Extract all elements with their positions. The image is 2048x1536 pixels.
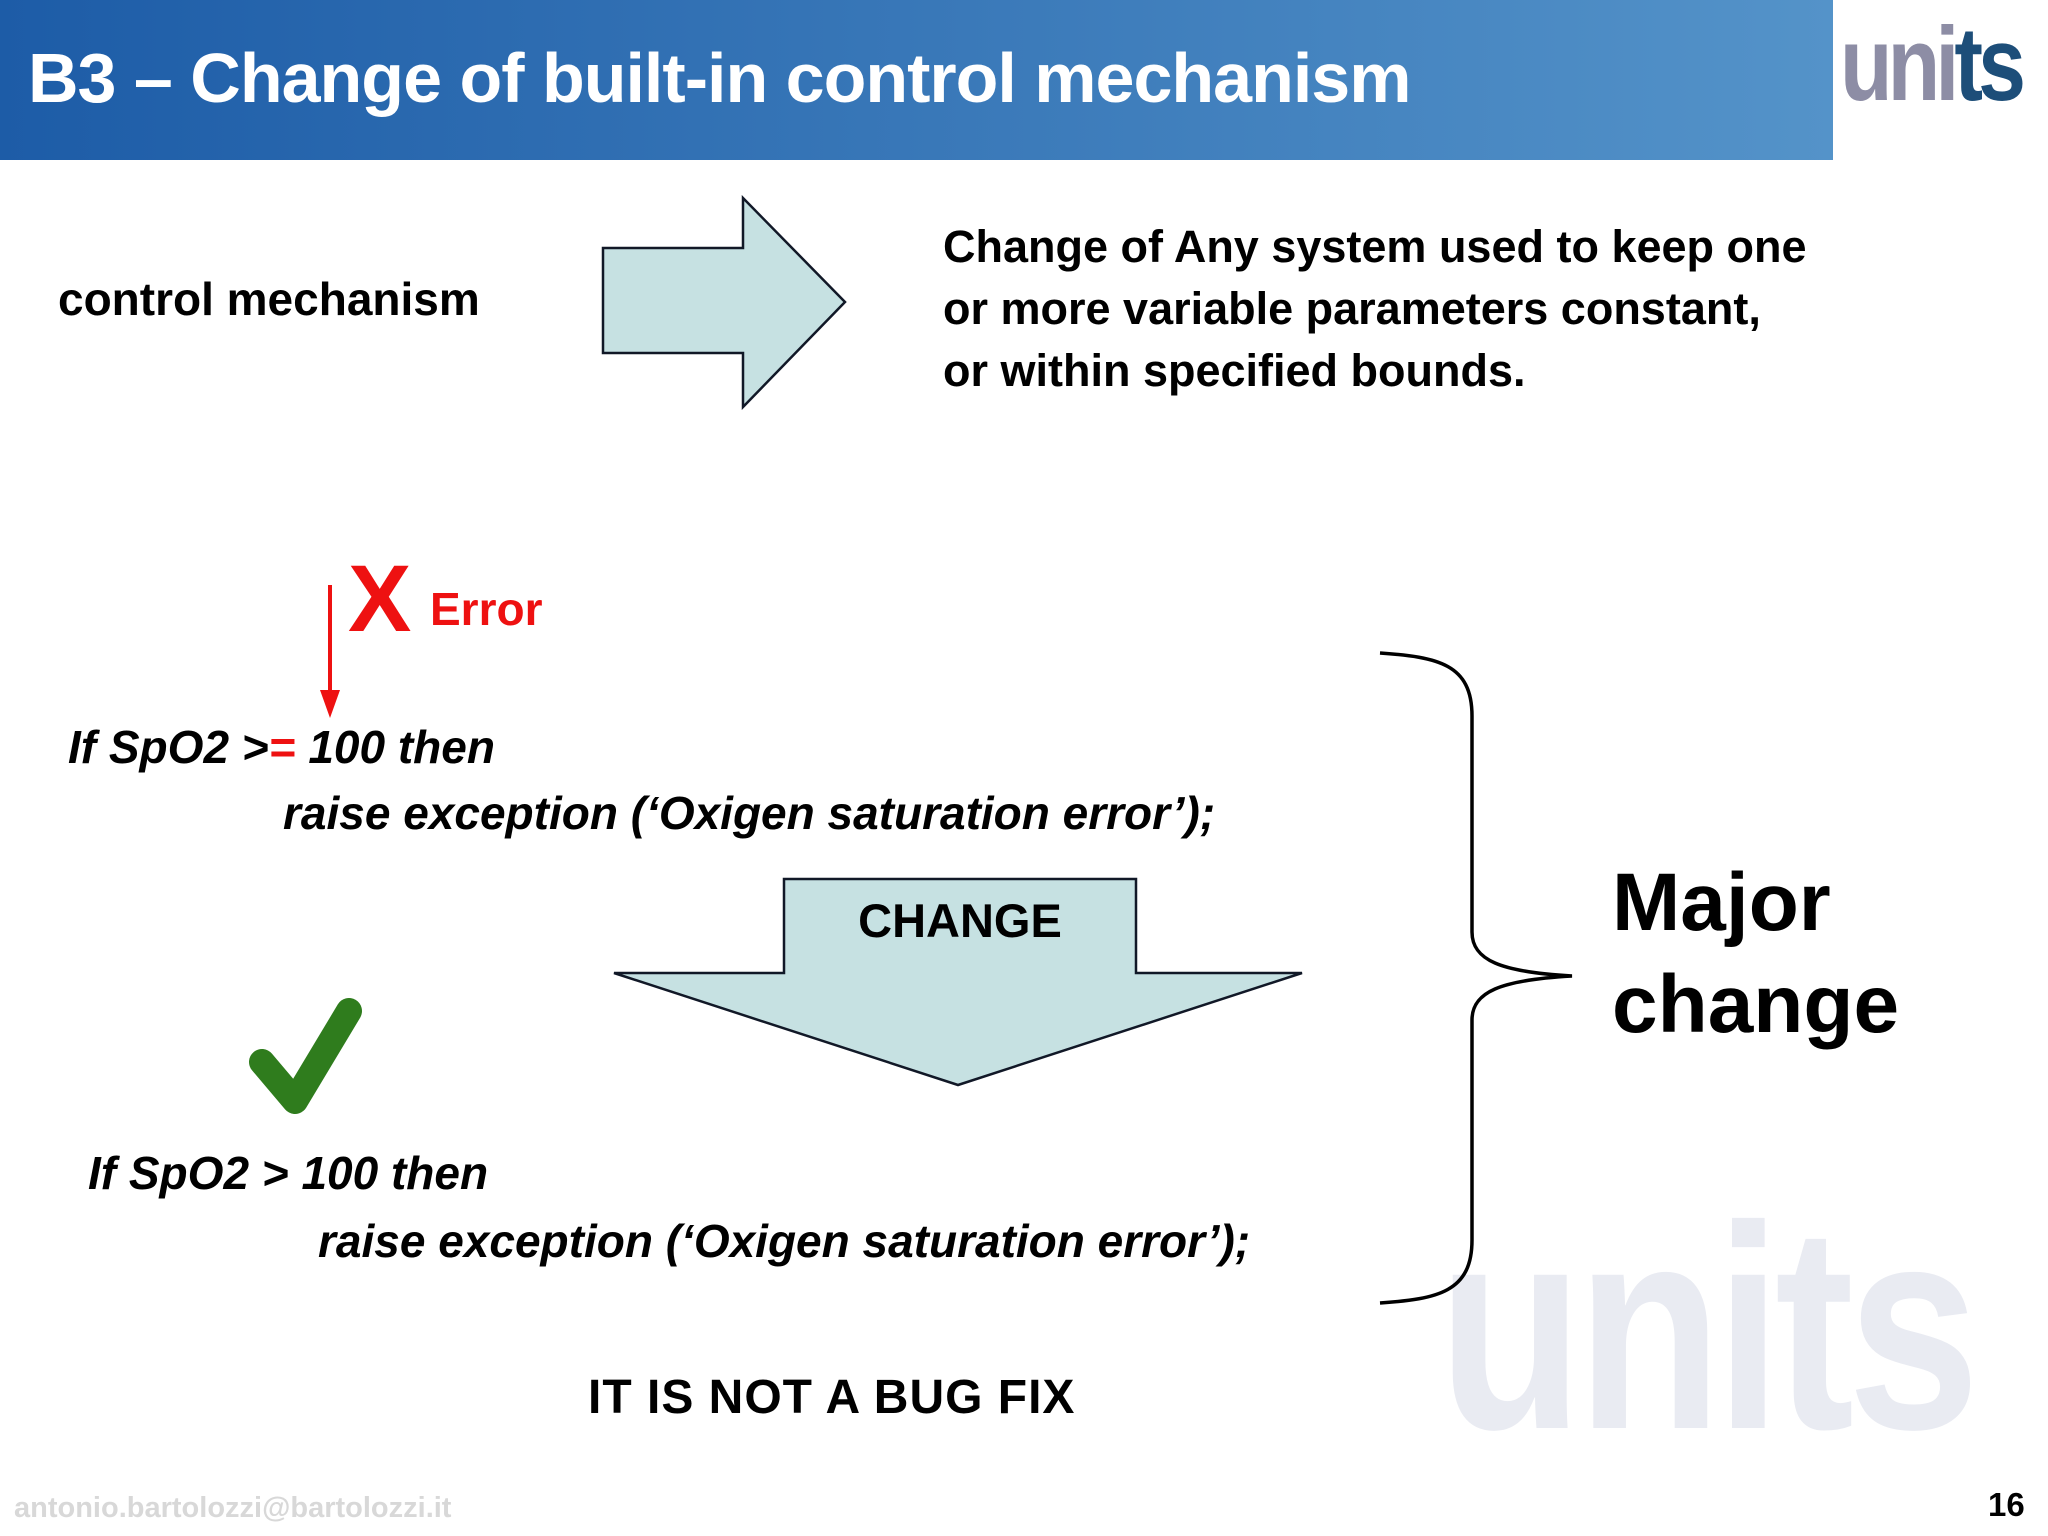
- code-after-line1: If SpO2 > 100 then: [88, 1147, 489, 1199]
- code-after-line2: raise exception (‘Oxigen saturation erro…: [318, 1215, 1251, 1267]
- checkmark-icon: [249, 998, 362, 1114]
- units-logo-ts: ts: [1954, 6, 2026, 123]
- definition-line-2: or more variable parameters constant,: [943, 283, 1761, 334]
- logo-box: units: [1833, 0, 2048, 182]
- change-arrow-label: CHANGE: [858, 894, 1062, 947]
- watermark-units: units: [1438, 1166, 1980, 1490]
- right-block-arrow-icon: [601, 195, 847, 410]
- change-down-arrow-icon: [613, 877, 1303, 1087]
- curly-brace: [1379, 651, 1573, 1305]
- error-down-arrow-icon: [320, 585, 340, 718]
- code-before-line2: raise exception (‘Oxigen saturation erro…: [283, 787, 1216, 839]
- slide-title: B3 – Change of built-in control mechanis…: [28, 39, 1411, 117]
- code-before-line1-suffix: 100 then: [295, 721, 495, 773]
- major-change-label: Major change: [1612, 852, 1899, 1056]
- control-mechanism-term: control mechanism: [58, 273, 480, 325]
- code-before-line1-equals: =: [268, 721, 296, 773]
- definition-line-3: or within specified bounds.: [943, 345, 1526, 396]
- code-before-line1: If SpO2 >= 100 then: [68, 720, 495, 774]
- error-label: Error: [430, 583, 543, 635]
- units-logo-uni: uni: [1840, 6, 1959, 123]
- definition-line-1: Change of Any system used to keep one: [943, 221, 1807, 272]
- major-change-line1: Major: [1612, 857, 1831, 948]
- major-change-line2: change: [1612, 959, 1900, 1050]
- definition-text: Change of Any system used to keep one or…: [943, 216, 1807, 402]
- page-number: 16: [1988, 1486, 2025, 1523]
- footer-email: antonio.bartolozzi@bartolozzi.it: [14, 1492, 452, 1524]
- error-x-mark: X: [348, 546, 412, 652]
- header-bar: B3 – Change of built-in control mechanis…: [0, 0, 1833, 160]
- units-logo: units: [1840, 12, 2026, 117]
- not-bug-fix-statement: IT IS NOT A BUG FIX: [588, 1371, 1076, 1424]
- code-before-line1-prefix: If SpO2 >: [68, 721, 269, 773]
